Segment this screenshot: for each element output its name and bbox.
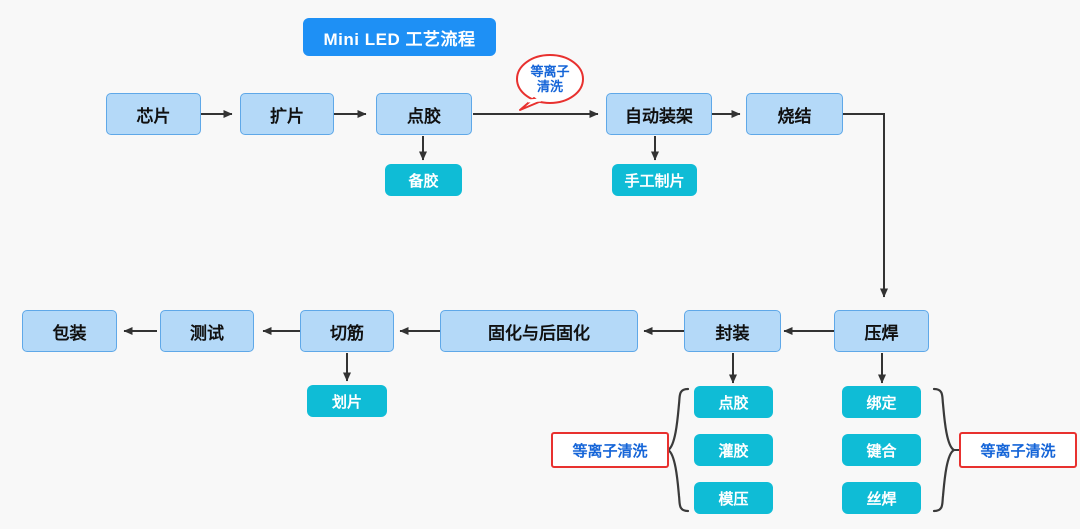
group-bonding-item-wire-solder[interactable]: 丝焊 [842, 482, 921, 514]
sub-step-glue-prep[interactable]: 备胶 [385, 164, 462, 196]
note-plasma-cleaning-packaging: 等离子清洗 [551, 432, 669, 468]
process-node-expand[interactable]: 扩片 [240, 93, 334, 135]
process-node-curing[interactable]: 固化与后固化 [440, 310, 638, 352]
process-node-auto-mount[interactable]: 自动装架 [606, 93, 712, 135]
group-packaging-item-dispensing[interactable]: 点胶 [694, 386, 773, 418]
process-node-trimming[interactable]: 切筋 [300, 310, 394, 352]
group-packaging-item-potting[interactable]: 灌胶 [694, 434, 773, 466]
brace-packaging [665, 387, 690, 513]
group-bonding-item-die-bond[interactable]: 绑定 [842, 386, 921, 418]
sub-step-scribing[interactable]: 划片 [307, 385, 387, 417]
process-node-sintering[interactable]: 烧结 [746, 93, 843, 135]
diagram-title: Mini LED 工艺流程 [303, 18, 496, 56]
brace-bonding [932, 387, 957, 513]
process-node-testing[interactable]: 测试 [160, 310, 254, 352]
sub-step-manual-sheet[interactable]: 手工制片 [612, 164, 697, 196]
note-plasma-cleaning-bonding: 等离子清洗 [959, 432, 1077, 468]
process-node-packing[interactable]: 包装 [22, 310, 117, 352]
process-node-encapsulation[interactable]: 封装 [684, 310, 781, 352]
callout-text: 等离子 清洗 [512, 54, 588, 104]
callout-plasma-cleaning: 等离子 清洗 [512, 54, 588, 111]
process-node-chip[interactable]: 芯片 [106, 93, 201, 135]
group-packaging-item-molding[interactable]: 模压 [694, 482, 773, 514]
process-node-bonding[interactable]: 压焊 [834, 310, 929, 352]
callout-line-2: 清洗 [536, 79, 563, 94]
callout-line-1: 等离子 [530, 64, 570, 79]
process-node-dispensing[interactable]: 点胶 [376, 93, 472, 135]
group-bonding-item-wire-bond[interactable]: 键合 [842, 434, 921, 466]
